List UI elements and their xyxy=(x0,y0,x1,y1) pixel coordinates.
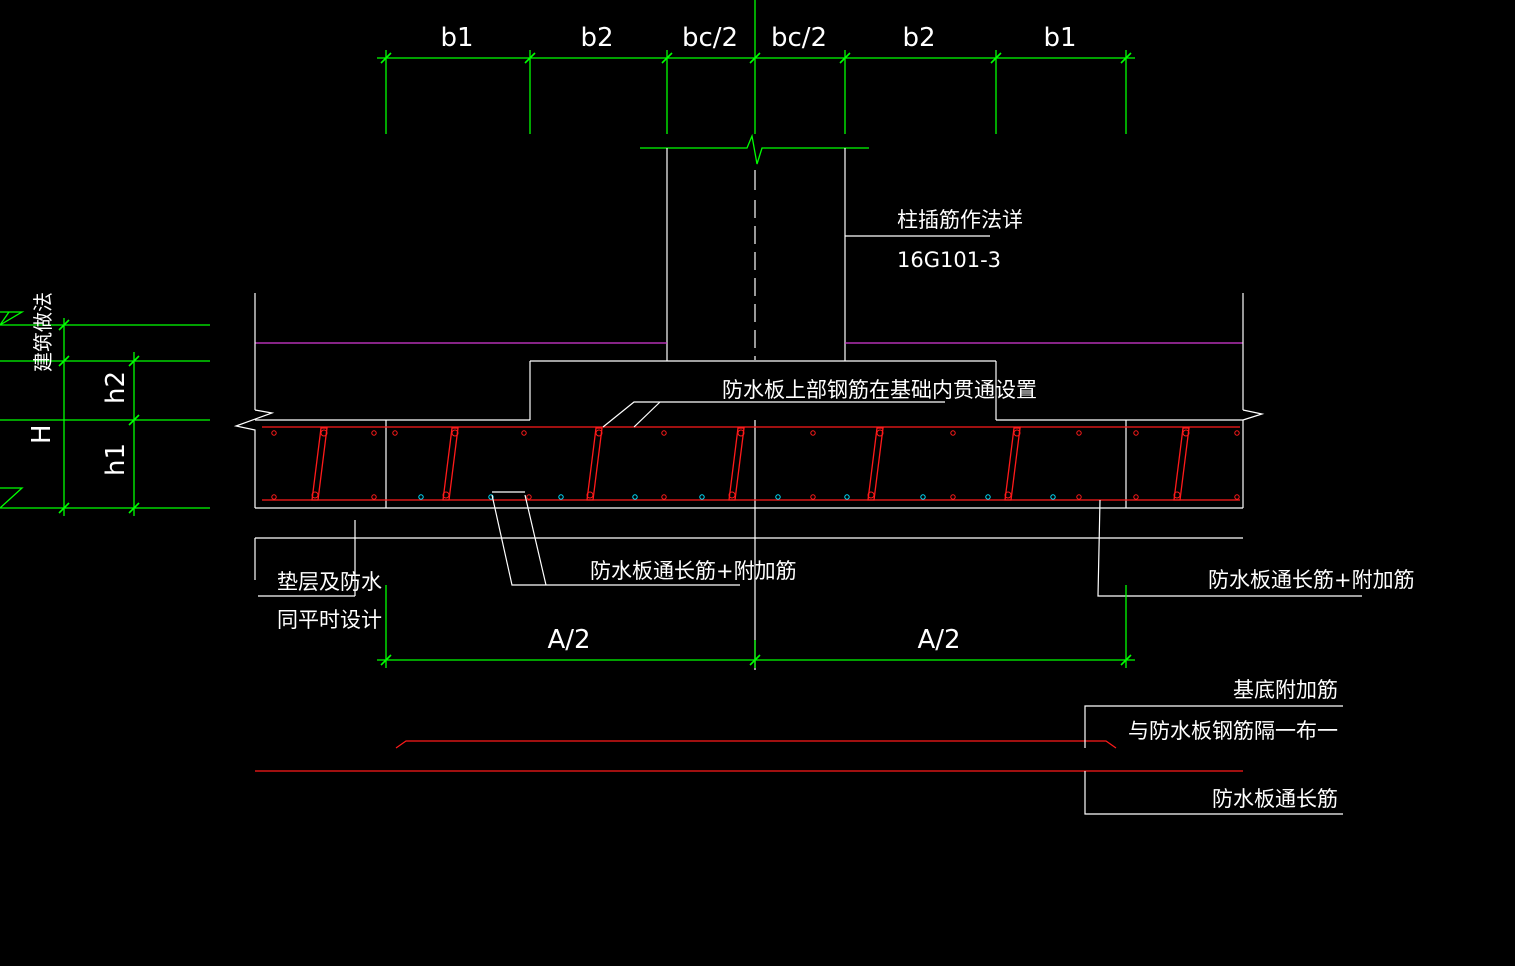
bottom-bar-dot-3 xyxy=(526,494,532,500)
top-bar-dot-4 xyxy=(521,430,527,436)
additional-bar-dot-5 xyxy=(699,494,705,500)
additional-bar-dot-9 xyxy=(985,494,991,500)
bottom-dimension-chain: A/2 A/2 xyxy=(377,585,1135,668)
stirrup-hook-7-2 xyxy=(1173,491,1181,499)
stirrup-hook-5-2 xyxy=(867,491,875,499)
bottom-bar-dot-6 xyxy=(950,494,956,500)
top-bar-dot-2 xyxy=(371,430,377,436)
column-dowel-spec: 16G101-3 xyxy=(897,248,1001,272)
dim-bc-half-left: bc/2 xyxy=(682,23,738,53)
rebar-group xyxy=(262,426,1240,501)
stirrup-hook-3-1 xyxy=(595,429,603,437)
additional-bar-dot-1 xyxy=(418,494,424,500)
dim-a-half-right: A/2 xyxy=(917,625,960,655)
legend-additional-bar-label: 基底附加筋 xyxy=(1233,678,1338,702)
stirrup-hook-6-1 xyxy=(1013,429,1021,437)
bottom-bar-dot-7 xyxy=(1076,494,1082,500)
top-bar-dot-9 xyxy=(1133,430,1139,436)
stirrup-hook-7-1 xyxy=(1182,429,1190,437)
stirrup-hook-3-2 xyxy=(586,491,594,499)
dim-a-half-left: A/2 xyxy=(547,625,590,655)
dim-b1-right: b1 xyxy=(1043,23,1076,53)
bottom-bar-dot-9 xyxy=(1234,494,1240,500)
stirrup-hook-6-2 xyxy=(1004,491,1012,499)
dim-b2-right: b2 xyxy=(902,23,935,53)
upper-rebar-note-text: 防水板上部钢筋在基础内贯通设置 xyxy=(722,378,1037,402)
foundation-outline xyxy=(233,293,1265,670)
top-bar-dot-7 xyxy=(950,430,956,436)
stirrup-7 xyxy=(1173,427,1190,501)
additional-bar-dot-4 xyxy=(632,494,638,500)
legend-through-bar-label: 防水板通长筋 xyxy=(1212,787,1338,811)
building-method-label: 建筑做法 xyxy=(31,292,55,372)
top-bar-dot-10 xyxy=(1234,430,1240,436)
stirrup-1 xyxy=(311,427,328,501)
left-dimension-chain: 建筑做法 H h2 h1 xyxy=(0,292,210,516)
additional-bar-dot-7 xyxy=(844,494,850,500)
top-bar-dot-1 xyxy=(271,430,277,436)
top-bar-dot-8 xyxy=(1076,430,1082,436)
dim-b1-left: b1 xyxy=(440,23,473,53)
dim-total-height: H xyxy=(27,424,57,444)
bottom-bar-dot-1 xyxy=(271,494,277,500)
bottom-rebar-note-left-text: 防水板通长筋+附加筋 xyxy=(590,559,797,583)
stirrup-hook-5-1 xyxy=(876,429,884,437)
column-outline: 柱插筋作法详 16G101-3 xyxy=(640,133,1023,361)
cushion-note-line2: 同平时设计 xyxy=(277,608,382,632)
additional-bar-dot-6 xyxy=(775,494,781,500)
bottom-bar-dot-4 xyxy=(661,494,667,500)
additional-bar-dot-8 xyxy=(920,494,926,500)
column-dowel-note: 柱插筋作法详 xyxy=(897,208,1023,232)
stirrup-hook-2-1 xyxy=(451,429,459,437)
stirrup-5 xyxy=(867,427,884,501)
additional-bar-dot-2 xyxy=(488,494,494,500)
stirrup-hook-2-2 xyxy=(442,491,450,499)
legend-additional-bar xyxy=(395,740,1117,749)
bottom-rebar-note-left: 防水板通长筋+附加筋 xyxy=(491,491,797,586)
stirrup-hook-1-1 xyxy=(320,429,328,437)
stirrup-2 xyxy=(442,427,459,501)
top-bar-dot-5 xyxy=(661,430,667,436)
top-dimension-chain: b1 b2 bc/2 bc/2 b2 b1 xyxy=(377,0,1135,134)
stirrup-3 xyxy=(586,427,603,501)
column-break-line xyxy=(640,133,869,165)
cushion-note-line1: 垫层及防水 xyxy=(277,570,382,594)
dim-h2: h2 xyxy=(101,371,131,404)
top-bar-dot-6 xyxy=(810,430,816,436)
bottom-bar-dot-5 xyxy=(810,494,816,500)
additional-bar-dot-10 xyxy=(1050,494,1056,500)
stirrup-hook-4-1 xyxy=(737,429,745,437)
dim-h1: h1 xyxy=(101,443,131,476)
bottom-bar-dot-8 xyxy=(1133,494,1139,500)
bottom-rebar-note-right-text: 防水板通长筋+附加筋 xyxy=(1208,568,1415,592)
additional-bar-dot-3 xyxy=(558,494,564,500)
stirrup-hook-1-2 xyxy=(311,491,319,499)
top-bar-dot-3 xyxy=(392,430,398,436)
cushion-note: 垫层及防水 同平时设计 xyxy=(258,520,382,632)
rebar-legend: 基底附加筋 与防水板钢筋隔一布一 防水板通长筋 xyxy=(255,678,1343,815)
bottom-rebar-note-right: 防水板通长筋+附加筋 xyxy=(1097,499,1415,597)
dim-b2-left: b2 xyxy=(580,23,613,53)
upper-rebar-note: 防水板上部钢筋在基础内贯通设置 xyxy=(602,378,1037,428)
bottom-bar-dot-2 xyxy=(371,494,377,500)
legend-additional-bar-spacing: 与防水板钢筋隔一布一 xyxy=(1128,719,1338,743)
stirrup-6 xyxy=(1004,427,1021,501)
dim-bc-half-right: bc/2 xyxy=(771,23,827,53)
stirrup-hook-4-2 xyxy=(728,491,736,499)
stirrup-4 xyxy=(728,427,745,501)
